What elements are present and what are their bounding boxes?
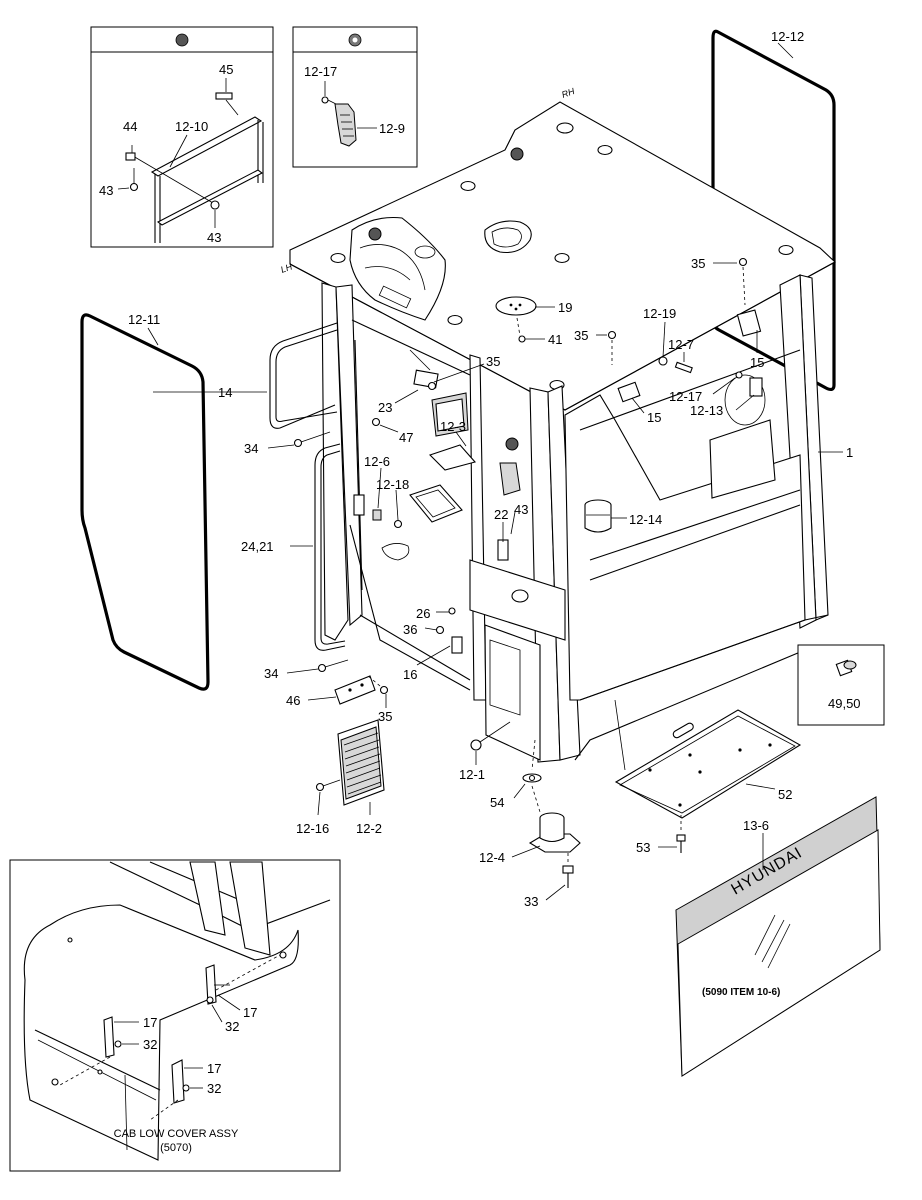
callout-23: 23: [378, 400, 392, 415]
callout-46: 46: [286, 693, 300, 708]
callout-52: 52: [778, 787, 792, 802]
roof-hatch: [484, 220, 532, 254]
roof-bosses: [330, 122, 794, 391]
callout-12-2: 12-2: [356, 821, 382, 836]
callout-15-a: 15: [750, 355, 764, 370]
callout-12-13: 12-13: [690, 403, 723, 418]
guard-frame-drawing: [125, 92, 264, 243]
callout-54: 54: [490, 795, 504, 810]
low-cover-title: CAB LOW COVER ASSY: [114, 1128, 239, 1140]
window-seal-12-12: [711, 29, 836, 392]
air-filter-12-2: [337, 719, 385, 806]
callout-14: 14: [218, 385, 232, 400]
callout-1: 1: [846, 445, 853, 460]
callout-41: 41: [548, 332, 562, 347]
callout-12-14: 12-14: [629, 512, 662, 527]
rh-label: RH: [560, 86, 576, 100]
dark-dot-marker-icon: [175, 33, 189, 47]
bolt-53: [676, 815, 686, 853]
callout-49-50: 49,50: [828, 696, 861, 711]
callout-17-c: 17: [207, 1061, 221, 1076]
callout-45: 45: [219, 62, 233, 77]
callout-32-c: 32: [207, 1081, 221, 1096]
callout-43-a: 43: [99, 183, 113, 198]
callout-53: 53: [636, 840, 650, 855]
callout-35-b: 35: [574, 328, 588, 343]
callout-12-17-a: 12-17: [304, 64, 337, 79]
callout-13-6: 13-6: [743, 818, 769, 833]
window-glass-13-6: HYUNDAI (5090 ITEM 10-6): [675, 796, 881, 1077]
callout-33: 33: [524, 894, 538, 909]
brackets-17: [103, 964, 230, 1104]
cab-body-drawing: [289, 101, 836, 771]
lh-label: LH: [279, 261, 294, 275]
callout-12-16: 12-16: [296, 821, 329, 836]
floor-plate-52-drawing: [614, 709, 802, 819]
callout-34-b: 34: [264, 666, 278, 681]
latch-drawing: [334, 103, 357, 147]
callout-12-3: 12-3: [440, 419, 466, 434]
callout-12-4: 12-4: [479, 850, 505, 865]
small-bolts: [293, 257, 748, 792]
callout-12-7: 12-7: [668, 337, 694, 352]
glass-ref-text: (5090 ITEM 10-6): [702, 987, 780, 998]
callout-34-a: 34: [244, 441, 258, 456]
callout-12-17-b: 12-17: [669, 389, 702, 404]
hinge-plate-46: [334, 675, 376, 705]
callout-32-a: 32: [225, 1019, 239, 1034]
callout-24-21: 24,21: [241, 539, 274, 554]
inset-low-cover-box: 17 32 17 32 17 32 CAB LOW COVER ASSY (50…: [9, 859, 341, 1172]
callout-12-18: 12-18: [376, 477, 409, 492]
low-cover-ref: (5070): [160, 1142, 192, 1154]
callout-35-c: 35: [486, 354, 500, 369]
pump-12-14-drawing: [584, 499, 612, 533]
callout-17-a: 17: [243, 1005, 257, 1020]
callout-12-1: 12-1: [459, 767, 485, 782]
handrail-24-21: [314, 443, 346, 651]
callout-12-9: 12-9: [379, 121, 405, 136]
bolt-33: [562, 853, 574, 888]
callout-17-b: 17: [143, 1015, 157, 1030]
callout-43-b: 43: [207, 230, 221, 245]
callout-47: 47: [399, 430, 413, 445]
low-cover-drawing: [23, 861, 331, 1161]
callout-12-6: 12-6: [364, 454, 390, 469]
inset-guard-box: 45 44 12-10 43 43: [90, 26, 274, 248]
mount-12-4-drawing: [522, 739, 581, 853]
callout-12-12: 12-12: [771, 29, 804, 44]
callout-36: 36: [403, 622, 417, 637]
callout-16: 16: [403, 667, 417, 682]
inset-latch-box: 12-17 12-9: [292, 26, 418, 168]
callout-35-d: 35: [378, 709, 392, 724]
callout-19: 19: [558, 300, 572, 315]
callout-44: 44: [123, 119, 137, 134]
callout-12-19: 12-19: [643, 306, 676, 321]
window-seal-12-11: [80, 313, 210, 691]
callout-26: 26: [416, 606, 430, 621]
callout-15-b: 15: [647, 410, 661, 425]
roof-plate-19: [495, 296, 537, 343]
callout-22: 22: [494, 507, 508, 522]
callout-12-11: 12-11: [128, 312, 160, 327]
callout-43-c: 43: [514, 502, 528, 517]
callout-32-b: 32: [143, 1037, 157, 1052]
handrail-14: [269, 322, 338, 429]
callout-35-a: 35: [691, 256, 705, 271]
fitting-49-50-box: 49,50: [797, 644, 885, 726]
callout-12-10: 12-10: [175, 119, 208, 134]
main-callouts: 35 19 41 35 12-19 12-7 15 12-17 12-13 15…: [153, 256, 853, 909]
